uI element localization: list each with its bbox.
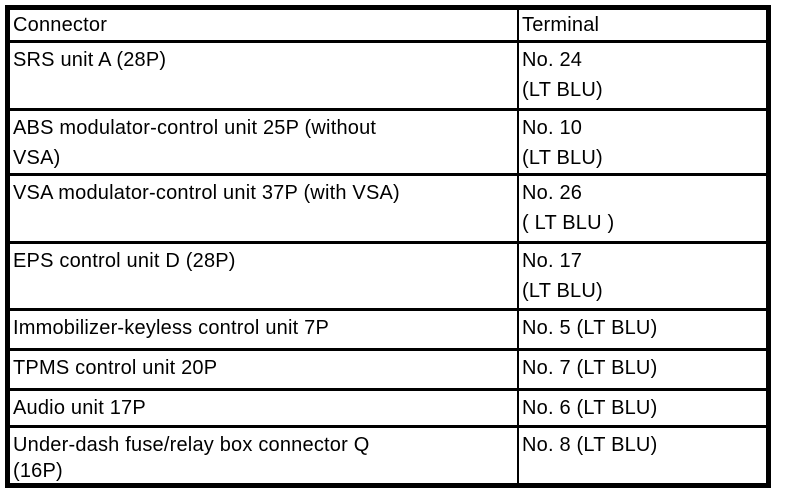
terminal-cell: No. 7 (LT BLU) xyxy=(519,351,766,388)
terminal-cell: No. 5 (LT BLU) xyxy=(519,311,766,348)
connector-cell: VSA modulator-control unit 37P (with VSA… xyxy=(10,176,517,241)
connector-cell: Under-dash fuse/relay box connector Q (16… xyxy=(10,428,517,483)
cell-line: (16P) xyxy=(13,460,63,482)
cell-line: Immobilizer-keyless control unit 7P xyxy=(13,317,329,339)
cell-line: No. 24 xyxy=(522,49,583,71)
column-header-connector: Connector xyxy=(10,10,517,40)
cell-line: ( LT BLU ) xyxy=(522,212,615,234)
connector-cell: EPS control unit D (28P) xyxy=(10,244,517,308)
terminal-cell: No. 8 (LT BLU) xyxy=(519,428,766,483)
terminal-cell: No. 26 ( LT BLU ) xyxy=(519,176,766,241)
cell-line: ABS modulator-control unit 25P (without xyxy=(13,117,377,139)
connector-cell: TPMS control unit 20P xyxy=(10,351,517,388)
cell-line: No. 5 (LT BLU) xyxy=(522,317,658,339)
connector-cell: Immobilizer-keyless control unit 7P xyxy=(10,311,517,348)
cell-line: Audio unit 17P xyxy=(13,397,146,419)
cell-line: No. 6 (LT BLU) xyxy=(522,397,658,419)
cell-line: No. 10 xyxy=(522,117,583,139)
cell-line: No. 7 (LT BLU) xyxy=(522,357,658,379)
cell-line: (LT BLU) xyxy=(522,280,603,302)
cell-line: No. 8 (LT BLU) xyxy=(522,434,658,456)
connector-terminal-table: Connector Terminal SRS unit A (28P) No. 2… xyxy=(5,5,771,488)
cell-line: EPS control unit D (28P) xyxy=(13,250,236,272)
cell-line: SRS unit A (28P) xyxy=(13,49,167,71)
connector-cell: Audio unit 17P xyxy=(10,391,517,425)
terminal-cell: No. 17 (LT BLU) xyxy=(519,244,766,308)
terminal-cell: No. 6 (LT BLU) xyxy=(519,391,766,425)
cell-line: (LT BLU) xyxy=(522,147,603,169)
column-header-terminal: Terminal xyxy=(519,10,766,40)
cell-line: VSA) xyxy=(13,147,61,169)
cell-line: No. 26 xyxy=(522,182,583,204)
cell-line: (LT BLU) xyxy=(522,79,603,101)
connector-cell: SRS unit A (28P) xyxy=(10,43,517,108)
terminal-cell: No. 10 (LT BLU) xyxy=(519,111,766,173)
terminal-cell: No. 24 (LT BLU) xyxy=(519,43,766,108)
cell-line: No. 17 xyxy=(522,250,583,272)
cell-line: TPMS control unit 20P xyxy=(13,357,218,379)
cell-line: Under-dash fuse/relay box connector Q xyxy=(13,434,370,456)
cell-line: VSA modulator-control unit 37P (with VSA… xyxy=(13,182,400,204)
